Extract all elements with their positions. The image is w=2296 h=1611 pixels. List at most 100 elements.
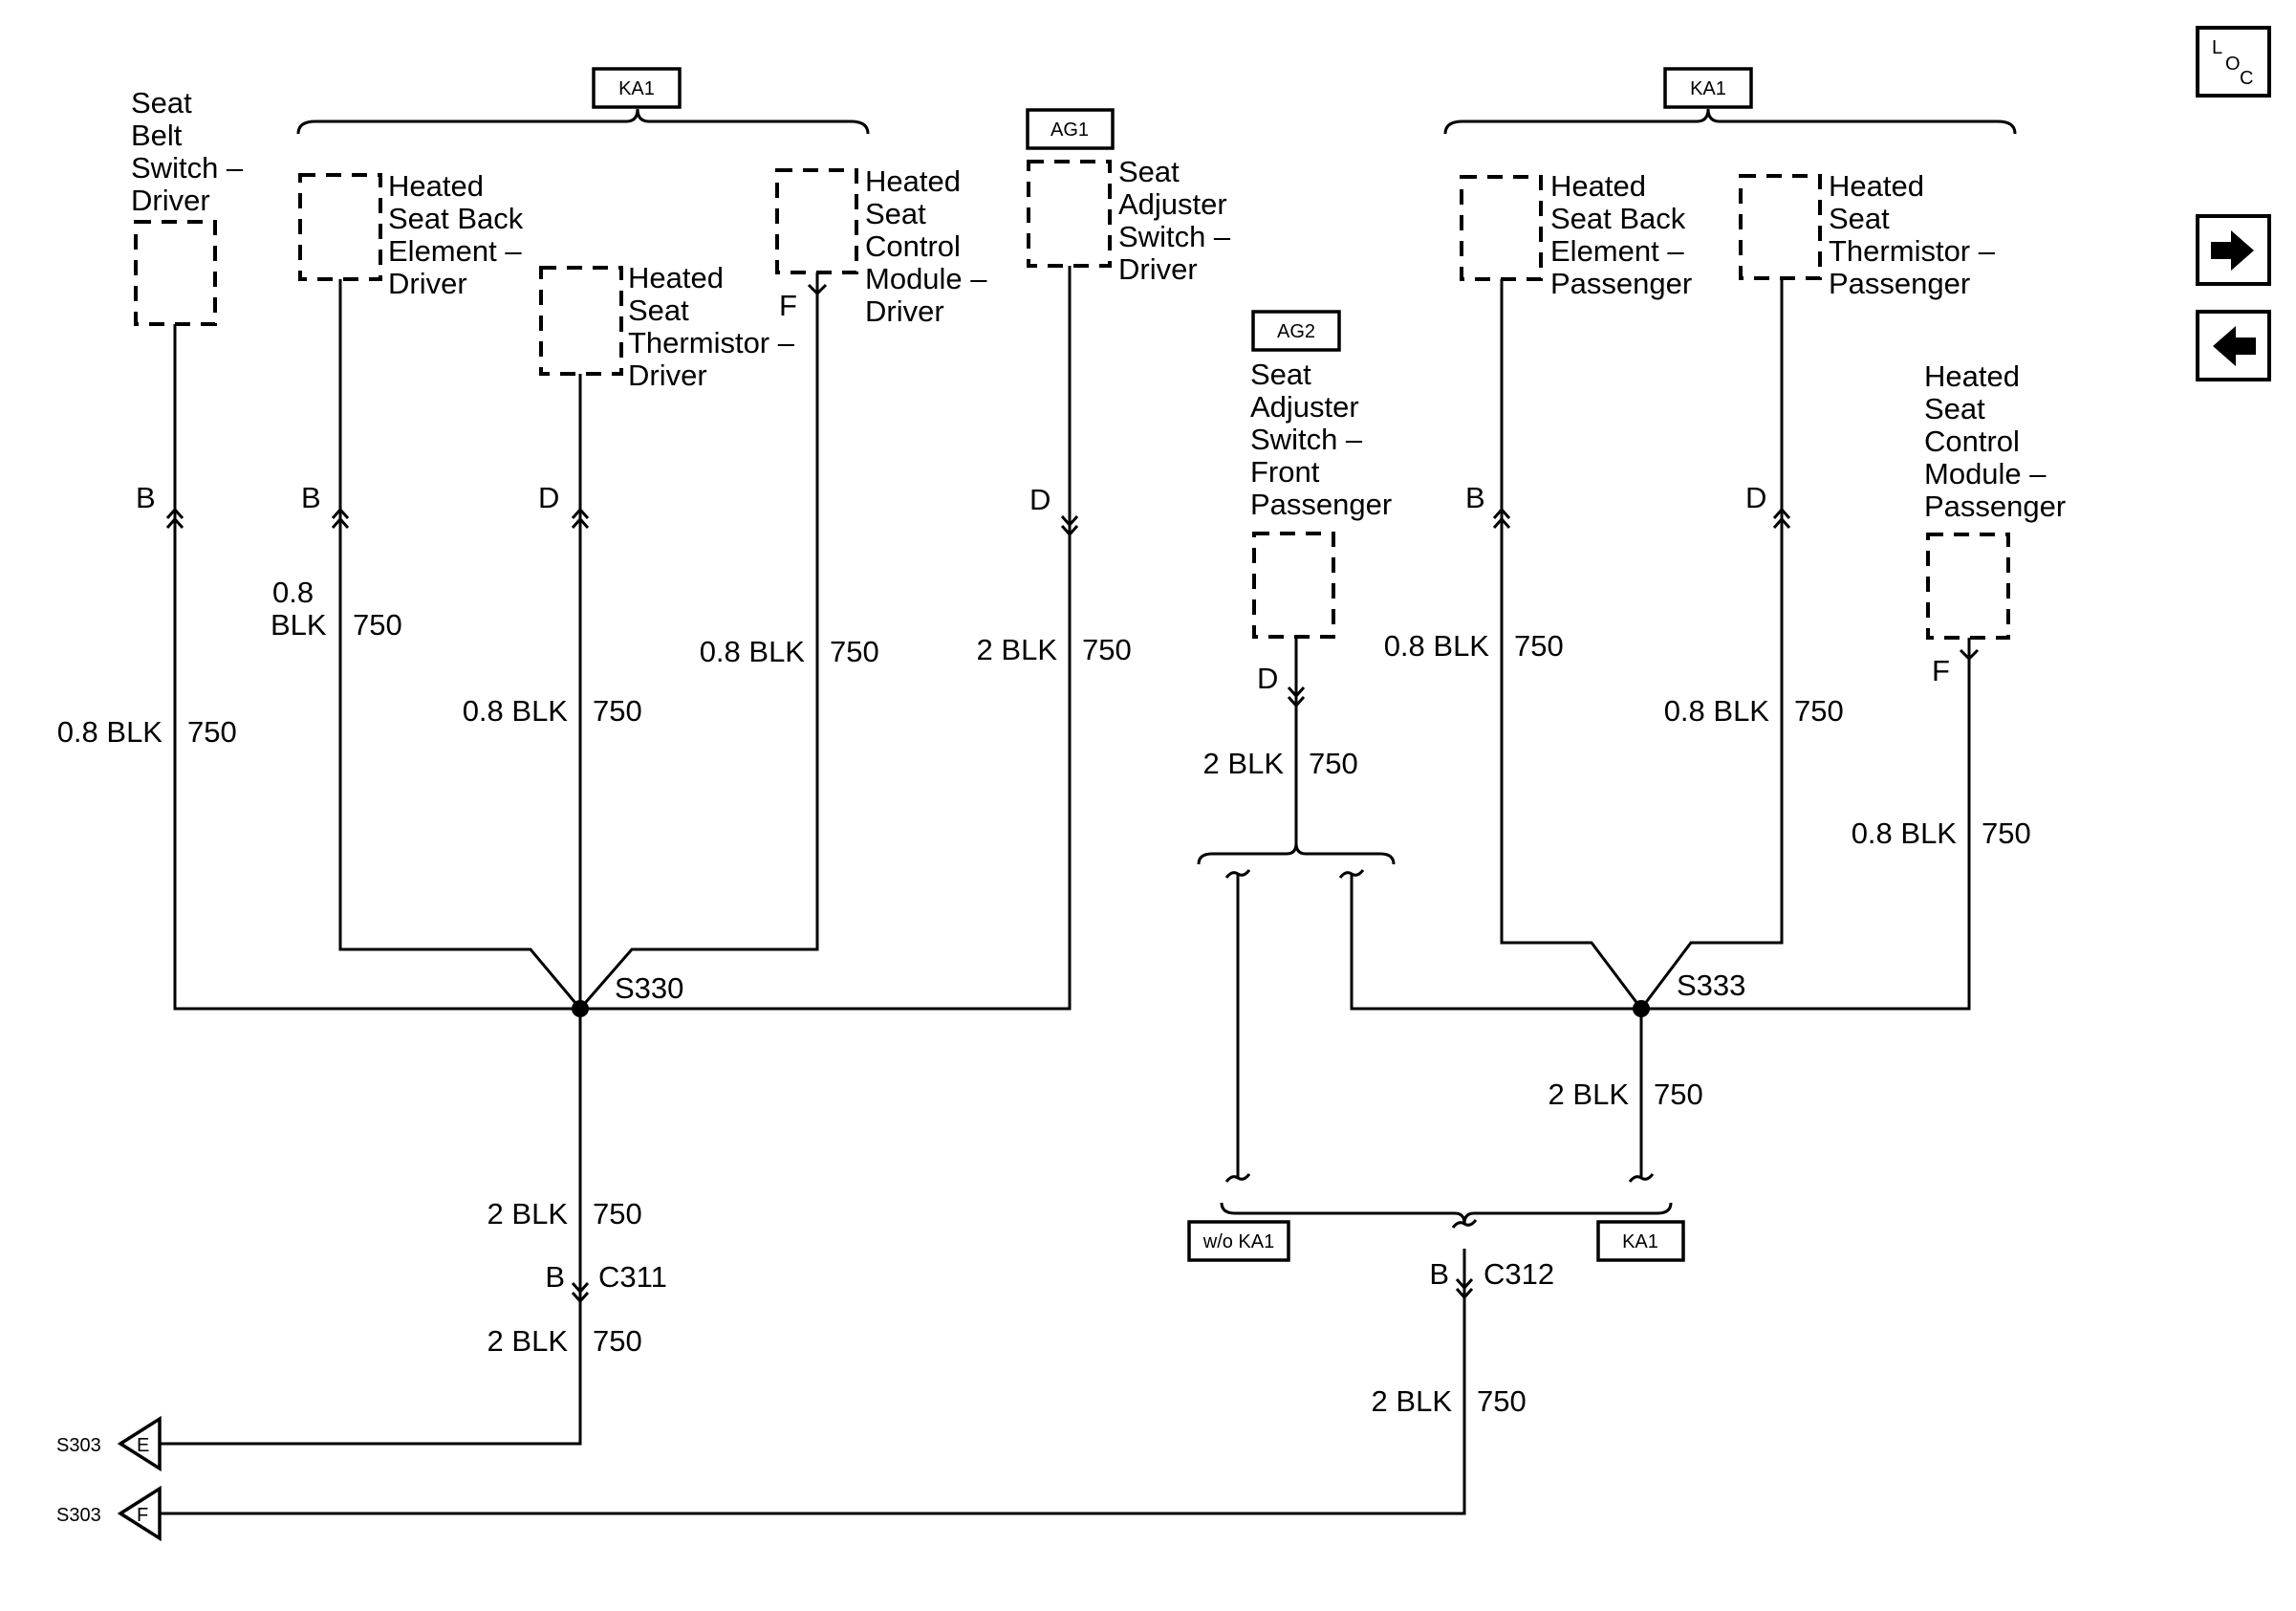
heated-seat-thermistor-driver: Heated Seat Thermistor – Driver <box>539 261 795 392</box>
component-label: Heated Seat Control Module – Driver <box>865 164 995 328</box>
ground-ref-s303-f: S303 F <box>56 1485 162 1542</box>
option-tag-ka1-left: KA1 <box>592 67 682 109</box>
wire-c312-out <box>160 1249 1466 1515</box>
svg-text:2 BLK: 2 BLK <box>977 633 1058 666</box>
seat-belt-switch-driver: Seat Belt Switch – Driver <box>131 86 244 326</box>
wire-label-module-passenger: 0.8 BLK 750 <box>1852 816 2031 850</box>
option-bracket-ka1-right <box>1443 108 2017 135</box>
wire-label-back-driver: 0.8 BLK 750 <box>271 576 402 642</box>
svg-text:S330: S330 <box>615 971 683 1005</box>
option-tag-ka1-right: KA1 <box>1663 67 1753 109</box>
wire-label-adjuster-passenger: 2 BLK 750 <box>1203 747 1358 780</box>
seat-adjuster-switch-driver: Seat Adjuster Switch – Driver <box>1027 155 1231 286</box>
wire-back-driver <box>338 279 582 1010</box>
wire-back-passenger <box>1500 279 1643 1010</box>
component-label: Seat Adjuster Switch – Front Passenger <box>1250 358 1392 521</box>
pin-label: D <box>1745 481 1766 514</box>
connector-c312-label: B C312 <box>1429 1257 1554 1291</box>
svg-text:0.8 BLK: 0.8 BLK <box>700 635 806 668</box>
svg-text:KA1: KA1 <box>1690 78 1726 99</box>
svg-text:750: 750 <box>1082 633 1132 666</box>
loc-button[interactable]: L O C <box>2196 26 2271 98</box>
ground-ref-s303-e: S303 E <box>56 1415 162 1472</box>
svg-text:E: E <box>137 1435 149 1456</box>
pin-label: B <box>301 481 321 514</box>
svg-text:750: 750 <box>353 608 402 642</box>
svg-text:L: L <box>2212 37 2222 58</box>
svg-text:750: 750 <box>1654 1078 1703 1111</box>
wire-belt <box>173 324 580 1011</box>
option-tag-ag1: AG1 <box>1026 108 1115 150</box>
svg-text:0.8 BLK: 0.8 BLK <box>1664 694 1770 728</box>
wire-label-c311-out: 2 BLK 750 <box>487 1324 642 1358</box>
svg-text:w/o KA1: w/o KA1 <box>1202 1231 1274 1252</box>
component-label: Heated Seat Thermistor – Passenger <box>1829 169 2004 300</box>
connector-adjuster-passenger <box>1287 686 1306 708</box>
svg-text:0.8 BLK: 0.8 BLK <box>1852 816 1958 850</box>
pin-label: F <box>1932 654 1950 687</box>
svg-text:S303: S303 <box>56 1505 101 1526</box>
component-label: Heated Seat Back Element – Driver <box>388 169 531 300</box>
svg-text:BLK: BLK <box>271 608 327 642</box>
bracket-upper <box>1197 842 1396 865</box>
splice-s333: S333 <box>1633 969 1745 1017</box>
connector-module-passenger <box>1959 648 1980 662</box>
svg-text:750: 750 <box>1794 694 1844 728</box>
svg-text:AG2: AG2 <box>1277 321 1315 342</box>
wire-label-back-passenger: 0.8 BLK 750 <box>1384 629 1564 663</box>
svg-text:S303: S303 <box>56 1435 101 1456</box>
connector-c312 <box>1455 1278 1474 1300</box>
svg-text:750: 750 <box>593 1324 642 1358</box>
prev-button[interactable] <box>2196 310 2271 381</box>
svg-text:0.8: 0.8 <box>272 576 314 609</box>
svg-text:C312: C312 <box>1484 1257 1554 1291</box>
pin-label: F <box>779 289 797 322</box>
svg-text:750: 750 <box>1514 629 1564 663</box>
svg-text:750: 750 <box>187 715 237 749</box>
svg-text:750: 750 <box>830 635 879 668</box>
next-button[interactable] <box>2196 214 2271 286</box>
option-tag-ag2: AG2 <box>1251 310 1341 352</box>
svg-text:C311: C311 <box>598 1260 667 1294</box>
heated-seat-back-element-passenger: Heated Seat Back Element – Passenger <box>1460 169 1692 300</box>
svg-text:750: 750 <box>1477 1384 1527 1418</box>
wire-label-therm-driver: 0.8 BLK 750 <box>463 694 642 728</box>
svg-text:2 BLK: 2 BLK <box>487 1197 569 1230</box>
connector-back-driver <box>331 507 350 529</box>
loc-icon: L O C <box>2212 37 2253 89</box>
component-label: Heated Seat Control Module – Passenger <box>1924 359 2066 523</box>
wire-label-s333-down: 2 BLK 750 <box>1549 1078 1703 1111</box>
connector-therm-passenger <box>1772 507 1791 529</box>
svg-text:2 BLK: 2 BLK <box>487 1324 569 1358</box>
connector-c311 <box>571 1282 590 1304</box>
connector-therm-driver <box>571 507 590 529</box>
pin-label: B <box>136 481 156 514</box>
svg-text:2 BLK: 2 BLK <box>1203 747 1285 780</box>
heated-seat-back-element-driver: Heated Seat Back Element – Driver <box>298 169 531 300</box>
arrow-right-icon <box>2211 230 2254 271</box>
wire-label-therm-passenger: 0.8 BLK 750 <box>1664 694 1844 728</box>
wire-label-belt: 0.8 BLK 750 <box>57 715 237 749</box>
svg-text:0.8 BLK: 0.8 BLK <box>463 694 569 728</box>
arrow-left-icon <box>2213 326 2256 366</box>
svg-text:KA1: KA1 <box>1622 1231 1658 1252</box>
svg-text:B: B <box>545 1260 565 1294</box>
svg-text:0.8 BLK: 0.8 BLK <box>1384 629 1490 663</box>
svg-text:750: 750 <box>1309 747 1358 780</box>
wire-label-module-driver: 0.8 BLK 750 <box>700 635 879 668</box>
heated-seat-control-module-driver: Heated Seat Control Module – Driver <box>775 164 995 328</box>
svg-text:F: F <box>137 1505 148 1526</box>
wire-adjuster-driver <box>580 266 1072 1011</box>
svg-text:S333: S333 <box>1677 969 1745 1002</box>
wire-label-adjuster-driver: 2 BLK 750 <box>977 633 1132 666</box>
connector-adjuster-driver <box>1060 515 1079 537</box>
wire-therm-passenger <box>1639 278 1784 1010</box>
pin-label: B <box>1465 481 1485 514</box>
svg-text:2 BLK: 2 BLK <box>1372 1384 1453 1418</box>
svg-text:2 BLK: 2 BLK <box>1549 1078 1630 1111</box>
svg-text:750: 750 <box>593 1197 642 1230</box>
splice-s330: S330 <box>572 971 683 1017</box>
wire-label-s330-down: 2 BLK 750 <box>487 1197 642 1230</box>
svg-text:750: 750 <box>1982 816 2031 850</box>
